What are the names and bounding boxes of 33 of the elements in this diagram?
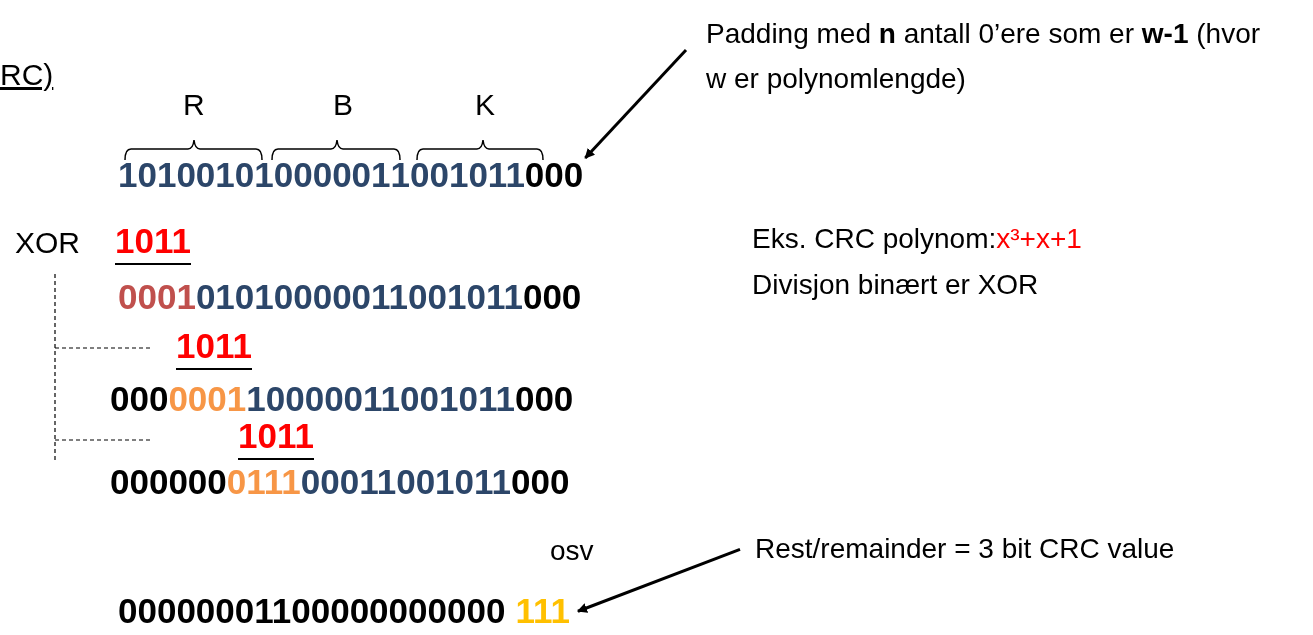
- divisor-bits: 1011: [115, 222, 191, 265]
- divisor-bits: 1011: [176, 327, 252, 370]
- crc-bits: 111: [515, 592, 570, 631]
- operator-label: XOR: [15, 226, 80, 259]
- note-text: Divisjon binært er XOR: [752, 270, 1039, 301]
- bit-string: 0111: [226, 463, 301, 502]
- bit-string: 10000011001011: [246, 380, 515, 419]
- bit-string: 000: [110, 380, 169, 419]
- bit-string: 0001: [118, 278, 196, 317]
- arrow: [584, 48, 688, 160]
- padding-bits: 000: [524, 156, 584, 195]
- brace-label: K: [475, 88, 495, 121]
- bit-string: 000: [514, 380, 574, 419]
- bit-string: 00000001100000000000: [118, 592, 506, 631]
- divisor-bits: 1011: [238, 417, 314, 460]
- polynomial-text: x³+x+1: [996, 224, 1082, 255]
- bit-string: 0001: [168, 380, 247, 419]
- note-text: Eks. CRC polynom:: [752, 224, 997, 255]
- note-text: Rest/remainder = 3 bit CRC value: [755, 534, 1175, 565]
- bit-string: 01010000011001011: [195, 278, 523, 317]
- brace-label: R: [183, 88, 205, 121]
- heading-text: RC): [0, 58, 54, 91]
- bit-string: 1000001: [254, 156, 391, 195]
- bit-string: 000000: [110, 463, 227, 502]
- bit-string: 00011001011: [300, 463, 512, 502]
- note-text: Padding med n antall 0’ere som er w-1 (hvor w er polynomlengde): [706, 12, 1266, 102]
- note-text: osv: [550, 536, 594, 567]
- brace-label: B: [333, 88, 353, 121]
- bit-string: 000: [511, 463, 570, 502]
- arrow: [577, 548, 741, 613]
- bit-string: 1010010: [118, 156, 255, 195]
- bit-string: 000: [522, 278, 582, 317]
- bit-string: 1001011: [390, 156, 525, 195]
